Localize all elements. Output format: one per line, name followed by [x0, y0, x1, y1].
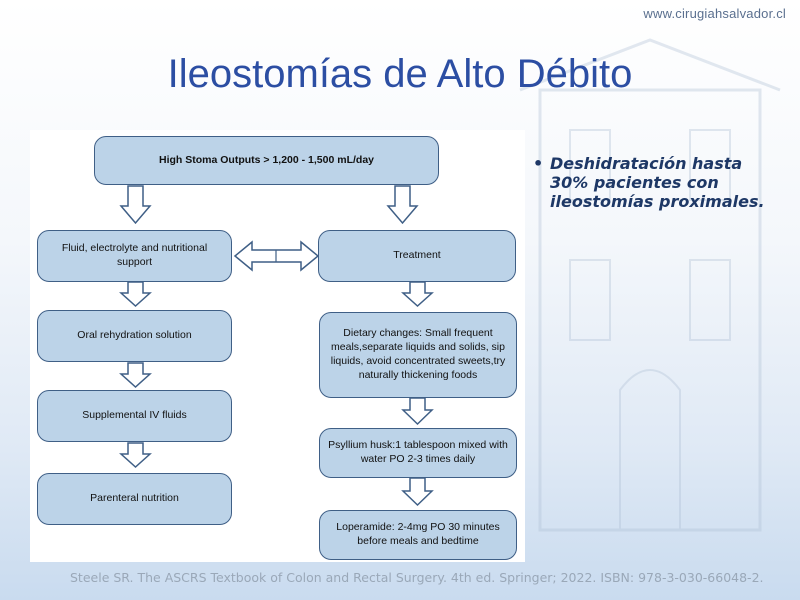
bullet-text: Deshidratación hasta 30% pacientes con i… [550, 154, 765, 212]
arrow-down-icon [401, 397, 434, 426]
arrow-down-icon [386, 185, 419, 225]
citation: Steele SR. The ASCRS Textbook of Colon a… [70, 570, 764, 585]
arrow-down-icon [401, 477, 434, 507]
arrow-down-icon [119, 185, 152, 225]
node-supplemental-iv-fluids: Supplemental IV fluids [37, 390, 232, 442]
arrow-down-icon [401, 281, 434, 308]
node-high-stoma-outputs: High Stoma Outputs > 1,200 - 1,500 mL/da… [94, 136, 439, 185]
node-loperamide: Loperamide: 2-4mg PO 30 minutes before m… [319, 510, 517, 560]
slide-title: Ileostomías de Alto Débito [167, 52, 633, 96]
node-parenteral-nutrition: Parenteral nutrition [37, 473, 232, 525]
bullet-list: • Deshidratación hasta 30% pacientes con… [533, 154, 783, 212]
arrow-down-icon [119, 281, 152, 308]
background-building-watermark [519, 38, 781, 532]
arrow-down-icon [119, 362, 152, 389]
site-url: www.cirugiahsalvador.cl [643, 6, 786, 21]
node-dietary-changes: Dietary changes: Small frequent meals,se… [319, 312, 517, 398]
arrow-down-icon [119, 442, 152, 469]
bullet-dot-icon: • [533, 154, 544, 173]
bullet-item: • Deshidratación hasta 30% pacientes con… [533, 154, 783, 212]
node-oral-rehydration: Oral rehydration solution [37, 310, 232, 362]
node-psyllium-husk: Psyllium husk:1 tablespoon mixed with wa… [319, 428, 517, 478]
node-fluid-electrolyte-support: Fluid, electrolyte and nutritional suppo… [37, 230, 232, 282]
flowchart-figure: High Stoma Outputs > 1,200 - 1,500 mL/da… [30, 130, 525, 562]
node-treatment: Treatment [318, 230, 516, 282]
